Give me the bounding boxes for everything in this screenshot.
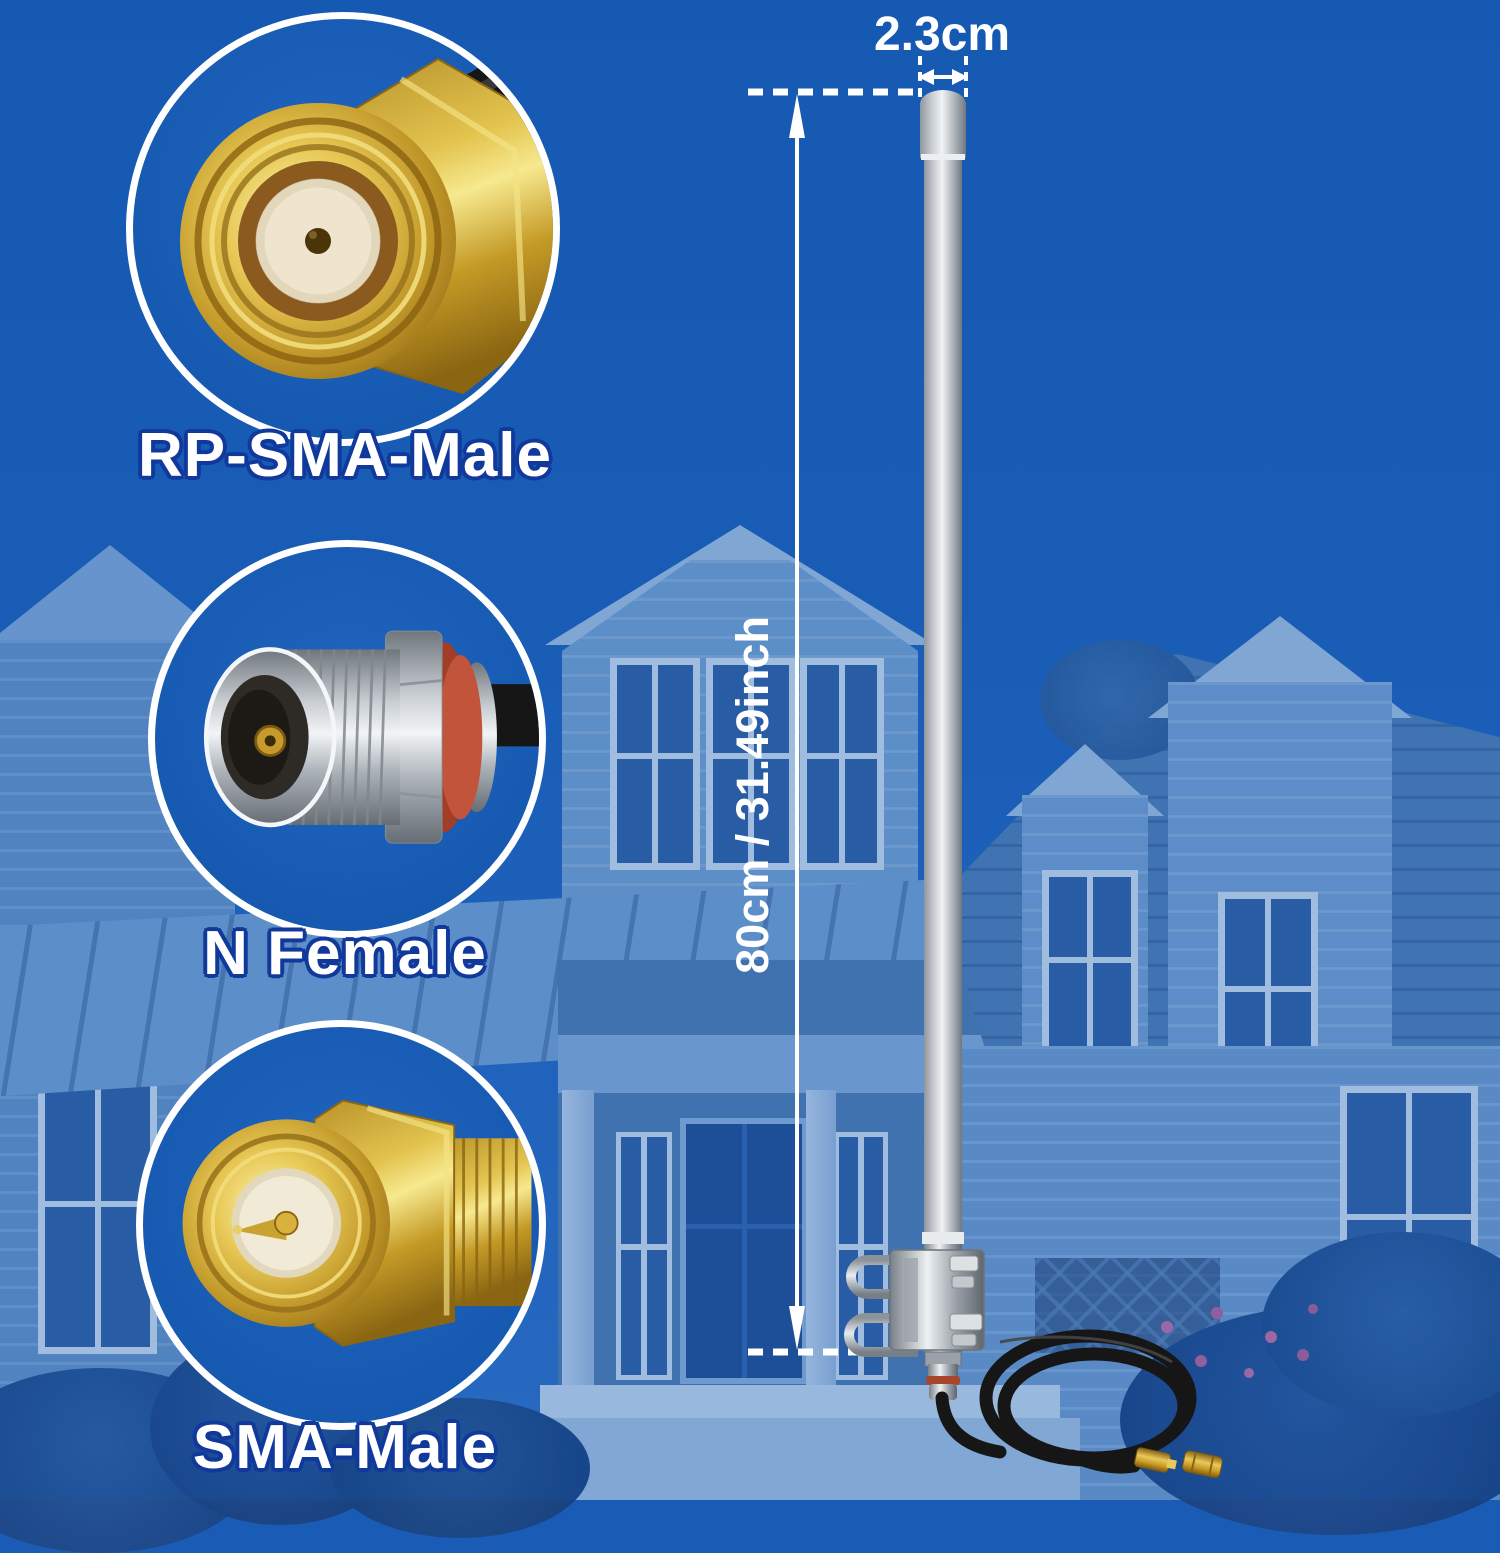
label-n-female: N Female <box>203 919 487 988</box>
cable-end-sma-connector <box>1134 1447 1177 1473</box>
antenna-cap-seam <box>921 154 965 160</box>
width-arrowhead-left <box>918 69 934 85</box>
cable-from-connector <box>935 1391 1007 1459</box>
bush-right-2 <box>1262 1232 1500 1417</box>
mount-bracket <box>844 1249 985 1357</box>
gable-window-1 <box>610 658 700 870</box>
width-arrowhead-right <box>952 69 968 85</box>
coax-cable <box>935 1329 1197 1474</box>
width-dimension-label: 2.3cm <box>874 8 1010 61</box>
cable-loop-inner <box>997 1347 1191 1465</box>
connector-red-o-ring <box>926 1376 960 1385</box>
sidelight-left <box>616 1132 672 1380</box>
u-bolt-top <box>846 1255 918 1299</box>
u-bolt-bottom <box>844 1313 918 1357</box>
gable-window-2 <box>706 658 796 870</box>
chrome-ferrule-ring <box>922 1232 964 1244</box>
gable-window-3 <box>800 658 884 870</box>
antenna-top-cap <box>920 90 966 158</box>
height-arrowhead-top <box>789 94 805 138</box>
inset-rp-sma-male <box>126 12 560 446</box>
antenna-diagram: 2.3cm 80cm / 31.49inch <box>727 8 1223 1479</box>
sma-adapter <box>1182 1450 1223 1479</box>
cable-highlight <box>999 1335 1173 1364</box>
label-rp-sma-male: RP-SMA-Male <box>137 421 553 490</box>
bracket-channel <box>904 1258 918 1342</box>
antenna-pole <box>924 160 962 1232</box>
connector-body <box>928 1364 958 1378</box>
connector-knurled-ring <box>924 1351 962 1367</box>
front-door <box>680 1118 808 1384</box>
cable-tail <box>1065 1449 1141 1474</box>
fiberglass-antenna <box>844 90 1223 1479</box>
left-house-window <box>38 1075 157 1354</box>
dimension-annotations: 2.3cm 80cm / 31.49inch <box>727 8 1010 1356</box>
height-dimension-label: 80cm / 31.49inch <box>727 616 778 974</box>
porch-step <box>540 1385 1060 1421</box>
bracket-nut-4 <box>951 1333 977 1347</box>
bracket-nut-2 <box>951 1275 975 1289</box>
rp-sma-male-connector-icon <box>180 19 553 395</box>
label-sma-male: SMA-Male <box>192 1413 498 1482</box>
sma-male-connector-icon <box>182 1099 532 1347</box>
inset-sma-male <box>136 1020 546 1430</box>
bracket-nut-1 <box>949 1255 979 1272</box>
bracket-nut-3 <box>949 1313 983 1331</box>
n-female-connector-icon <box>203 630 539 844</box>
walkway <box>520 1418 1080 1500</box>
inset-n-female <box>148 540 546 938</box>
dormer-1-window <box>1042 870 1138 1064</box>
height-arrowhead-bottom <box>789 1306 805 1350</box>
